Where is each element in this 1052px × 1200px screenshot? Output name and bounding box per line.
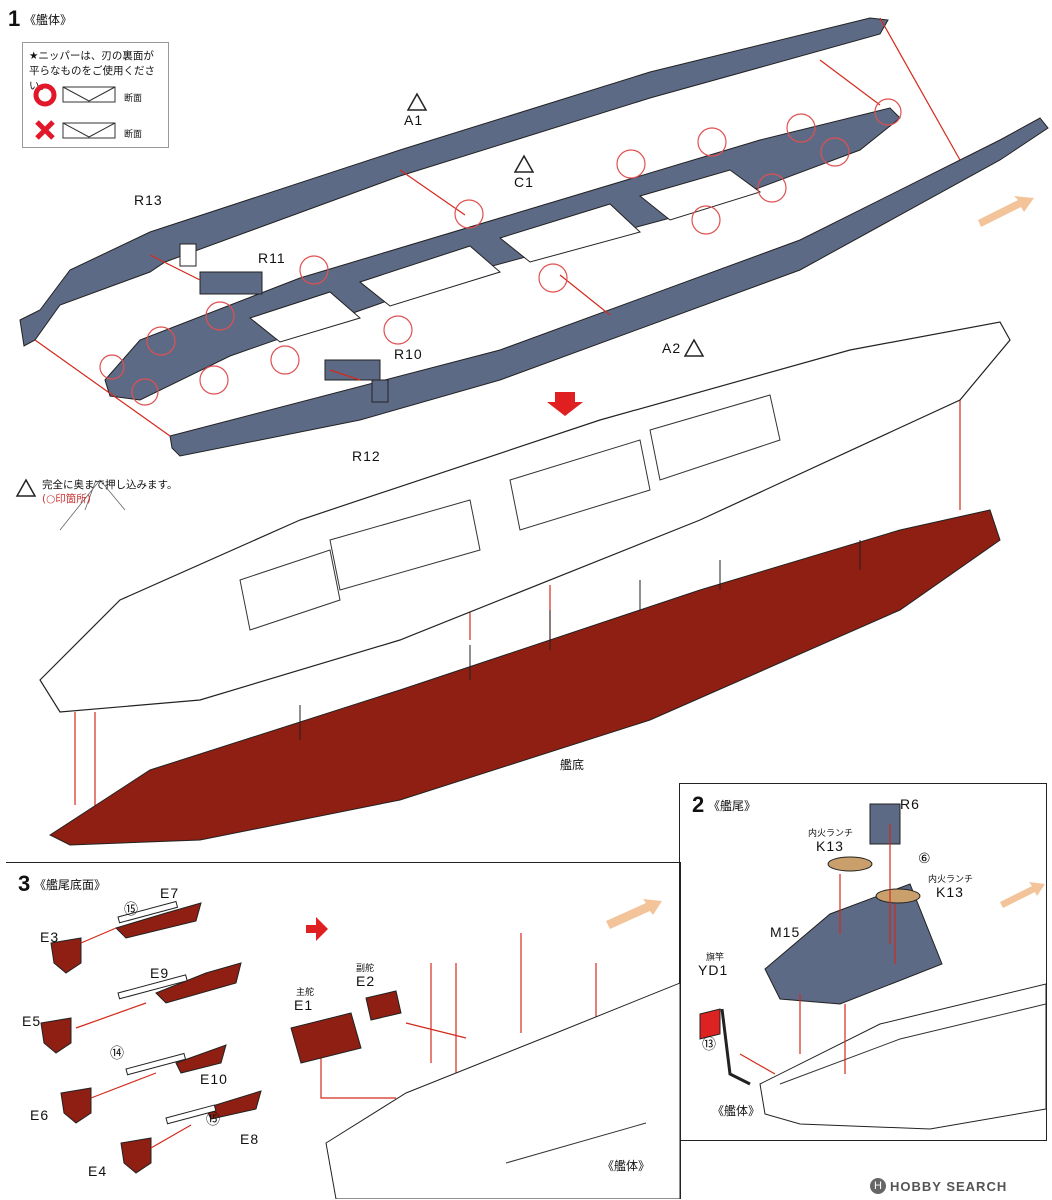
step1-title: 《艦体》: [24, 13, 73, 27]
part-six-label: ⑥: [918, 850, 932, 866]
red-hull-bottom: [48, 509, 1001, 846]
part-e4-label: E4: [88, 1163, 108, 1179]
part-r13-label: R13: [134, 192, 163, 208]
step2-title: 《艦尾》: [708, 799, 757, 813]
step1-number: 1: [8, 6, 21, 31]
white-hull-outline: [39, 321, 1011, 713]
part-e10-label: E10: [200, 1071, 228, 1087]
part-r11-shape: [199, 271, 263, 295]
part-r10-shape: [324, 359, 381, 381]
part-r11-label: R11: [258, 250, 286, 266]
stern-hull-outline: [759, 983, 1046, 1130]
part-k13a-shape: [827, 856, 873, 872]
part-r12-shape: [371, 379, 389, 403]
part-fifteen-b-label: ⑮: [206, 1111, 221, 1127]
part-e5-label: E5: [22, 1013, 42, 1029]
part-e3-label: E3: [40, 929, 60, 945]
ok-caption: 断面: [124, 94, 143, 104]
nipper-note-line1: ★ニッパーは、刃の裏面が: [29, 50, 154, 62]
part-yd1-shape: [699, 1008, 721, 1040]
part-e6-label: E6: [30, 1107, 50, 1123]
part-a2-label: A2: [662, 340, 682, 356]
nipper-note-graphics: [33, 83, 116, 140]
push-note-line2: (○印箇所): [42, 493, 91, 505]
bow-direction-arrow-icon: [978, 196, 1034, 227]
ok-blade-icon: [62, 86, 116, 103]
part-e7-label: E7: [160, 885, 180, 901]
step3-hull-label: 《艦体》: [602, 1159, 651, 1173]
part-thirteen-label: ⑬: [702, 1036, 717, 1052]
part-e1-sublabel: 主舵: [296, 988, 315, 998]
step3-number: 3: [18, 871, 31, 896]
step3-next-arrow-icon: [306, 917, 328, 941]
part-fifteen-a-label: ⑮: [124, 901, 139, 917]
step3-title: 《艦尾底面》: [34, 878, 107, 892]
part-e1-shape: [290, 1012, 362, 1064]
part-k13a-label: K13: [816, 838, 844, 854]
part-k13b-label: K13: [936, 884, 964, 900]
ok-circle-icon: [33, 83, 57, 107]
part-e2-shape: [365, 990, 402, 1021]
step3-hull-outline: [325, 982, 680, 1199]
part-a2-shape: [169, 117, 1049, 457]
hobby-search-logo-icon: H: [870, 1178, 886, 1194]
step2-hull-label: 《艦体》: [712, 1104, 761, 1118]
part-e2-label: E2: [356, 973, 376, 989]
part-m15-shape: [764, 883, 943, 1005]
step1-diagram: [15, 17, 1049, 846]
watermark-text: HOBBY SEARCH: [890, 1178, 1008, 1194]
step1-press-circles: [99, 98, 902, 406]
step1-arrows: [34, 17, 961, 820]
step2-panel: 2 《艦尾》 R6 内火ランチ K13 ⑥ 内火ランチ K13 M15 旗竿 Y…: [679, 783, 1047, 1141]
part-k13b-sublabel: 内火ランチ: [928, 875, 974, 885]
push-note-line1: 完全に奥まで押し込みます。: [42, 479, 178, 491]
part-k13a-sublabel: 内火ランチ: [808, 829, 854, 839]
stern-direction-arrow-icon: [1000, 882, 1045, 908]
step3-diagram: [40, 899, 680, 1199]
step2-number: 2: [692, 792, 705, 817]
nipper-note-line2: 平らなものをご使用ください。: [29, 65, 155, 92]
part-e9-label: E9: [150, 965, 170, 981]
watermark: H HOBBY SEARCH: [870, 1178, 1007, 1194]
part-r6-label: R6: [900, 796, 920, 812]
part-r12-label: R12: [352, 448, 381, 464]
propeller-shaft-pairs: [40, 900, 262, 1174]
part-r6-shape: [869, 803, 901, 845]
ng-cross-icon: [35, 120, 55, 140]
part-a1-label: A1: [404, 112, 424, 128]
part-e8-label: E8: [240, 1131, 260, 1147]
part-a1-shape: [19, 17, 889, 347]
part-e2-sublabel: 副舵: [356, 964, 375, 974]
part-r13-shape: [179, 243, 197, 267]
ng-blade-icon: [62, 122, 116, 139]
part-e1-label: E1: [294, 997, 314, 1013]
hull-bottom-label: 艦底: [560, 758, 585, 772]
part-k13b-shape: [875, 888, 921, 904]
part-fourteen-label: ⑭: [110, 1045, 125, 1061]
nipper-note-box: ★ニッパーは、刃の裏面が 平らなものをご使用ください。 断面 断面: [22, 42, 169, 148]
part-yd1-sublabel: 旗竿: [706, 953, 725, 963]
part-yd1-label: YD1: [698, 962, 729, 978]
step3-direction-arrow-icon: [606, 899, 662, 929]
step2-diagram: [699, 803, 1046, 1130]
step-down-arrow-icon: [547, 392, 583, 416]
step3-panel: 3 《艦尾底面》 E7 ⑮: [6, 862, 681, 1199]
part-c1-label: C1: [514, 174, 534, 190]
part-m15-label: M15: [770, 924, 801, 940]
caution-icons: [15, 92, 705, 497]
part-r10-label: R10: [394, 346, 423, 362]
ng-caption: 断面: [124, 130, 143, 140]
